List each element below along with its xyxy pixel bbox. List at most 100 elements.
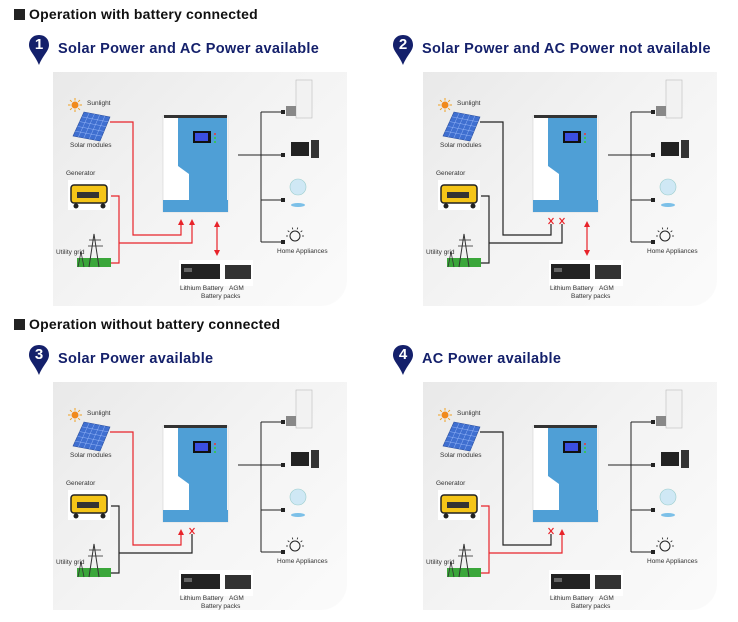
sunlight-label: Sunlight bbox=[457, 410, 481, 417]
solar-x-icon bbox=[548, 217, 554, 225]
appliance-plug-icon bbox=[651, 240, 655, 244]
lithium-battery-label: Lithium Battery bbox=[180, 595, 224, 602]
solar-modules-label: Solar modules bbox=[440, 452, 482, 459]
sun-icon bbox=[438, 98, 452, 112]
battery-line-bidirectional bbox=[214, 221, 220, 256]
home-appliances-icons bbox=[286, 79, 319, 242]
mode-2-title: 2 Solar Power and AC Power not available bbox=[392, 34, 711, 65]
solar-x-icon bbox=[548, 527, 554, 535]
solar-input-line bbox=[110, 431, 182, 546]
generator-icon bbox=[68, 490, 110, 520]
home-appliances-label: Home Appliances bbox=[277, 558, 328, 565]
utility-grid-label: Utility grid bbox=[426, 249, 455, 256]
utility-grid-icon bbox=[447, 543, 481, 578]
battery-packs-label: Battery packs bbox=[201, 603, 241, 610]
utility-grid-label: Utility grid bbox=[56, 559, 85, 566]
home-appliances-icons bbox=[286, 389, 319, 552]
appliance-plug-icon bbox=[281, 198, 285, 202]
generator-icon bbox=[438, 180, 480, 210]
inverter-icon bbox=[162, 425, 229, 523]
section-title-without-battery: Operation without battery connected bbox=[14, 316, 280, 332]
agm-label: AGM bbox=[599, 595, 614, 602]
solar-modules-label: Solar modules bbox=[70, 142, 112, 149]
generator-label: Generator bbox=[436, 480, 466, 487]
diagram-canvas bbox=[438, 389, 689, 596]
inverter-icon bbox=[532, 115, 599, 213]
agm-label: AGM bbox=[229, 285, 244, 292]
battery-packs-icon bbox=[549, 570, 623, 596]
solar-panel-icon bbox=[442, 111, 481, 142]
output-wiring bbox=[238, 110, 285, 244]
solar-panel-icon bbox=[72, 111, 111, 142]
home-appliances-label: Home Appliances bbox=[647, 558, 698, 565]
square-bullet-icon bbox=[14, 318, 25, 330]
sunlight-label: Sunlight bbox=[457, 100, 481, 107]
utility-grid-icon bbox=[77, 543, 111, 578]
ac-arrow-icon bbox=[189, 219, 195, 225]
utility-grid-label: Utility grid bbox=[56, 249, 85, 256]
sun-icon bbox=[68, 408, 82, 422]
map-pin-icon: 3 bbox=[28, 344, 50, 375]
appliance-plug-icon bbox=[281, 153, 285, 157]
mode-label: AC Power available bbox=[422, 351, 562, 367]
diagram-canvas bbox=[68, 389, 319, 596]
generator-icon bbox=[438, 490, 480, 520]
appliance-plug-icon bbox=[651, 198, 655, 202]
map-pin-icon: 2 bbox=[392, 34, 414, 65]
lithium-battery-label: Lithium Battery bbox=[550, 285, 594, 292]
generator-label: Generator bbox=[66, 170, 96, 177]
solar-panel-icon bbox=[72, 421, 111, 452]
ac-input-line bbox=[111, 505, 193, 574]
battery-packs-label: Battery packs bbox=[201, 293, 241, 300]
generator-label: Generator bbox=[436, 170, 466, 177]
appliance-plug-icon bbox=[651, 508, 655, 512]
mode-label: Solar Power and AC Power not available bbox=[422, 41, 711, 57]
mode-label: Solar Power and AC Power available bbox=[58, 41, 320, 57]
generator-icon bbox=[68, 180, 110, 210]
mode-1-title: 1 Solar Power and AC Power available bbox=[28, 34, 320, 65]
solar-modules-label: Solar modules bbox=[440, 142, 482, 149]
appliance-plug-icon bbox=[651, 110, 655, 114]
battery-packs-icon bbox=[179, 260, 253, 286]
solar-input-line bbox=[480, 121, 552, 236]
solar-input-line bbox=[110, 121, 182, 236]
mode-number: 2 bbox=[398, 36, 408, 53]
appliance-plug-icon bbox=[651, 463, 655, 467]
solar-arrow-icon bbox=[178, 219, 184, 225]
mode-3-title: 3 Solar Power available bbox=[28, 344, 214, 375]
mode-number: 3 bbox=[34, 346, 44, 363]
solar-arrow-icon bbox=[178, 529, 184, 535]
section-title-text: Operation without battery connected bbox=[29, 316, 281, 332]
solar-modules-label: Solar modules bbox=[70, 452, 112, 459]
map-pin-icon: 1 bbox=[28, 34, 50, 65]
ac-arrow-icon bbox=[559, 529, 565, 535]
mode-number: 4 bbox=[398, 346, 408, 363]
utility-grid-label: Utility grid bbox=[426, 559, 455, 566]
home-appliances-label: Home Appliances bbox=[277, 248, 328, 255]
appliance-plug-icon bbox=[651, 420, 655, 424]
battery-packs-label: Battery packs bbox=[571, 293, 611, 300]
mode-number: 1 bbox=[34, 36, 44, 53]
appliance-plug-icon bbox=[651, 550, 655, 554]
utility-grid-icon bbox=[77, 233, 111, 268]
utility-grid-icon bbox=[447, 233, 481, 268]
diagram-canvas bbox=[438, 79, 689, 286]
section-title-with-battery: Operation with battery connected bbox=[14, 6, 258, 22]
output-wiring bbox=[238, 420, 285, 554]
output-wiring bbox=[608, 110, 655, 244]
solar-input-line bbox=[480, 431, 552, 546]
mode-label: Solar Power available bbox=[58, 351, 214, 367]
lithium-battery-label: Lithium Battery bbox=[180, 285, 224, 292]
agm-label: AGM bbox=[599, 285, 614, 292]
home-appliances-icons bbox=[656, 389, 689, 552]
battery-packs-label: Battery packs bbox=[571, 603, 611, 610]
ac-x-icon bbox=[559, 217, 565, 225]
appliance-plug-icon bbox=[651, 153, 655, 157]
battery-packs-icon bbox=[179, 570, 253, 596]
diagram-canvas bbox=[68, 79, 319, 286]
sunlight-label: Sunlight bbox=[87, 100, 111, 107]
generator-label: Generator bbox=[66, 480, 96, 487]
ac-input-line bbox=[481, 195, 563, 264]
